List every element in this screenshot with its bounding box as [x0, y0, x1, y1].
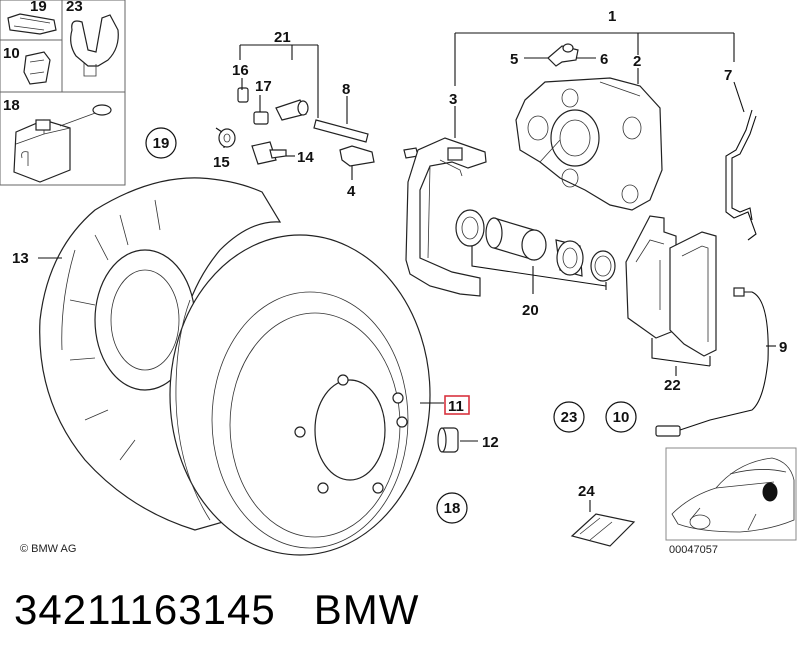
circled-23: 23 [561, 409, 578, 426]
label-9: 9 [779, 339, 787, 356]
brake-disc-drawing [169, 234, 431, 556]
inset-label-23: 23 [66, 0, 83, 15]
circled-18: 18 [444, 500, 461, 517]
brake-pads-drawing [625, 215, 717, 357]
label-16: 16 [232, 62, 249, 79]
label-12: 12 [482, 434, 499, 451]
label-14: 14 [297, 149, 314, 166]
circled-10: 10 [613, 409, 630, 426]
label-4: 4 [347, 183, 356, 200]
label-13: 13 [12, 250, 29, 267]
caliper-carrier-drawing [405, 137, 487, 297]
car-location-inset [665, 447, 797, 541]
circled-references: 19 23 10 18 [145, 127, 637, 524]
label-11: 11 [448, 398, 464, 415]
label-21: 21 [274, 29, 291, 46]
grease-packet-drawing [570, 513, 636, 547]
label-1: 1 [608, 8, 616, 25]
brake-caliper-drawing [515, 77, 663, 211]
highlight-box-11 [444, 395, 470, 415]
brand-name: BMW [313, 586, 420, 633]
bleeder-clip-drawing [547, 43, 579, 67]
label-24: 24 [578, 483, 595, 500]
piston-seals-drawing [455, 209, 616, 282]
wear-sensor-drawing [655, 287, 769, 437]
inset-label-18: 18 [3, 97, 20, 114]
bracket-23-drawing [70, 14, 119, 67]
label-20: 20 [522, 302, 539, 319]
label-5: 5 [510, 51, 518, 68]
label-15: 15 [213, 154, 230, 171]
diagram-id: 00047057 [669, 544, 718, 556]
circled-19: 19 [153, 135, 170, 152]
inset-label-19: 19 [30, 0, 47, 15]
bolt-12-drawing [437, 427, 459, 453]
inset-panel: 19 23 10 18 [0, 0, 126, 186]
clip-10-drawing [23, 51, 51, 85]
label-3: 3 [449, 91, 457, 108]
footer-caption: 34211163145 BMW [14, 586, 419, 634]
label-6: 6 [600, 51, 608, 68]
label-22: 22 [664, 377, 681, 394]
anti-rattle-spring-drawing [725, 109, 757, 241]
label-7: 7 [724, 67, 732, 84]
label-8: 8 [342, 81, 350, 98]
label-2: 2 [633, 53, 641, 70]
dust-shield-drawing [39, 177, 282, 531]
fasteners-drawing [218, 87, 419, 167]
part-number: 34211163145 [14, 586, 276, 633]
part-labels: 1 2 3 4 5 6 7 8 9 11 12 13 14 15 16 17 2… [12, 8, 787, 500]
leader-lines [38, 32, 776, 512]
label-17: 17 [255, 78, 272, 95]
clip-19-drawing [7, 13, 57, 35]
inset-label-10: 10 [3, 45, 20, 62]
copyright-text: © BMW AG [20, 543, 76, 555]
